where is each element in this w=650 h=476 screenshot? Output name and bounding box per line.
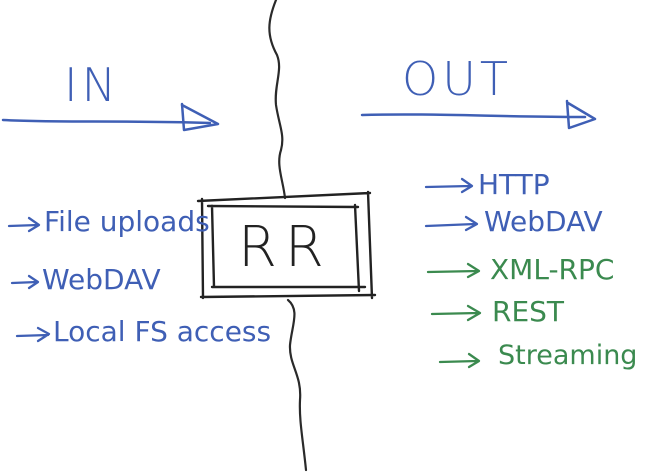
arrow-icon (7, 216, 41, 233)
in-arrow (1, 102, 220, 132)
divider-line-top (268, 0, 287, 200)
arrow-icon (15, 326, 51, 343)
rr-box-inner (206, 203, 367, 293)
input-item-webdav: WebDAV (42, 263, 161, 296)
arrow-icon (424, 177, 474, 194)
rr-label: RR (238, 215, 332, 280)
arrow-icon (424, 215, 479, 232)
rr-box-outer (196, 190, 377, 300)
arrow-icon (10, 274, 40, 290)
out-arrow (360, 99, 597, 130)
output-item-http: HTTP (478, 168, 550, 201)
output-item-streaming: Streaming (498, 340, 638, 371)
input-item-file-uploads: File uploads (44, 205, 210, 238)
arrow-icon (426, 262, 481, 279)
output-item-rest: REST (492, 295, 565, 328)
output-item-webdav: WebDAV (484, 205, 603, 238)
in-heading: IN (64, 58, 120, 112)
input-item-local-fs-access: Local FS access (53, 315, 272, 348)
divider-line-bottom (286, 298, 308, 472)
output-item-xml-rpc: XML-RPC (490, 253, 615, 286)
arrow-icon (430, 304, 482, 322)
arrow-icon (438, 352, 481, 369)
out-heading: OUT (402, 52, 512, 106)
